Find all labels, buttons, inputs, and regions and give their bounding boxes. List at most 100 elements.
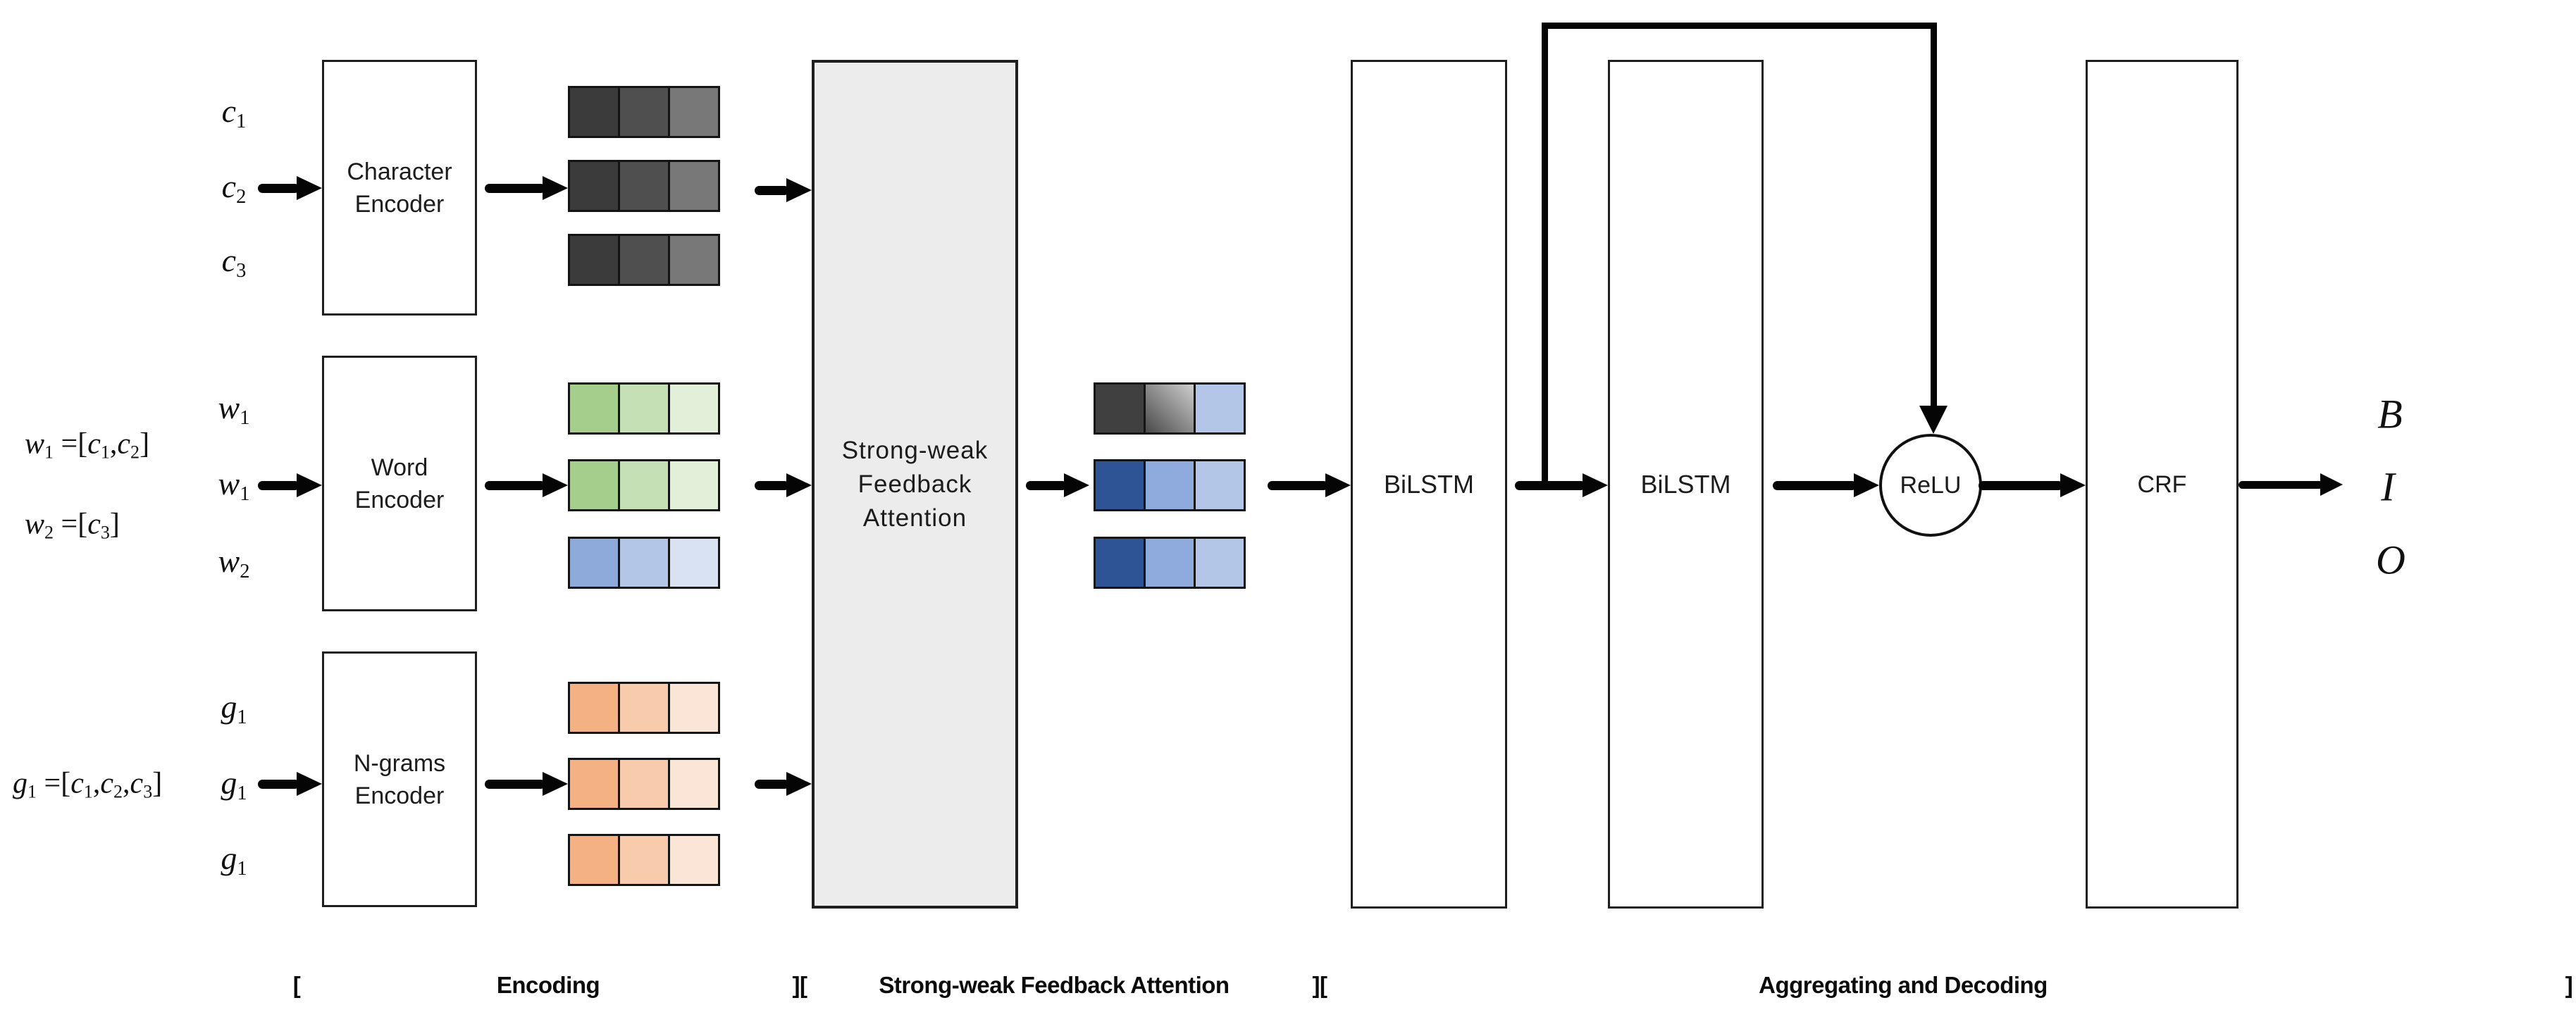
word-embedding-grid-row1-cell1 bbox=[568, 382, 620, 435]
arrow-bilstm-1-to-bilstm-2 bbox=[1515, 480, 1585, 490]
relu-node: ReLU bbox=[1879, 434, 1982, 537]
bilstm-1-box-label: BiLSTM bbox=[1383, 469, 1475, 499]
crf-box: CRF bbox=[2086, 60, 2238, 909]
arrow-bilstm-2-to-relu-head bbox=[1854, 473, 1879, 497]
ngram-embedding-grid-row2-cell1 bbox=[568, 758, 620, 810]
footer-bracket-5: ][ bbox=[1312, 971, 1327, 998]
word-embedding-grid-row3-cell2 bbox=[618, 537, 670, 589]
arrow-character-encoder-to-embeddings-head bbox=[543, 176, 568, 200]
arrow-crf-to-output-tags-head bbox=[2320, 473, 2343, 496]
attention-box-label: Strong-weak Feedback Attention bbox=[841, 436, 989, 532]
attention-output-grid-row3-cell3 bbox=[1194, 537, 1246, 589]
word-label-w1-1: w1 bbox=[218, 389, 250, 429]
attention-output-grid-row2-cell1 bbox=[1094, 459, 1146, 511]
arrow-output-embeddings-to-bilstm-1-head bbox=[1325, 473, 1351, 497]
equation-w1: w1 =[c1,c2] bbox=[25, 428, 150, 463]
word-embedding-grid-row2-cell3 bbox=[668, 459, 720, 511]
arrow-relu-to-crf-head bbox=[2060, 473, 2086, 497]
word-embedding-grid-row2-cell1 bbox=[568, 459, 620, 511]
ngram-embedding-grid-row3-cell2 bbox=[618, 834, 670, 886]
arrow-attention-to-output-embeddings-head bbox=[1064, 473, 1089, 497]
char-embedding-grid-row2-cell3 bbox=[668, 160, 720, 212]
output-tag-b: B bbox=[2377, 391, 2403, 437]
char-label-c1-1: c1 bbox=[221, 93, 247, 132]
attention-output-grid-row1-cell1 bbox=[1094, 382, 1146, 435]
ngram-label-g1-3: g1 bbox=[221, 840, 247, 880]
arrow-g1-to-ngrams-encoder-head bbox=[297, 772, 322, 796]
arrow-c2-to-character-encoder-head bbox=[297, 176, 322, 200]
ngrams-encoder-box: N-grams Encoder bbox=[322, 651, 477, 907]
crf-box-label: CRF bbox=[2137, 470, 2187, 498]
ngram-label-g1-2: g1 bbox=[221, 765, 247, 804]
arrow-ngram-embeddings-to-attention-head bbox=[786, 772, 812, 796]
char-embedding-grid-row3-cell1 bbox=[568, 234, 620, 286]
ngram-embedding-grid-row3-cell3 bbox=[668, 834, 720, 886]
char-embedding-grid-row3-cell2 bbox=[618, 234, 670, 286]
word-embedding-grid-row1-cell2 bbox=[618, 382, 670, 435]
attention-output-grid-row3-cell1 bbox=[1094, 537, 1146, 589]
bilstm-2-box-label: BiLSTM bbox=[1640, 469, 1731, 499]
arrow-ngrams-encoder-to-embeddings bbox=[485, 779, 545, 789]
char-embedding-grid-row1-cell3 bbox=[668, 86, 720, 138]
char-embedding-grid-row2-cell1 bbox=[568, 160, 620, 212]
attention-output-grid-row1-cell2 bbox=[1144, 382, 1196, 435]
char-embedding-grid-row2-cell2 bbox=[618, 160, 670, 212]
arrow-ngram-embeddings-to-attention bbox=[755, 779, 789, 789]
arrow-word-embeddings-to-attention bbox=[755, 480, 789, 490]
ngrams-encoder-box-label: N-grams Encoder bbox=[353, 749, 446, 809]
footer-bracket-7: ] bbox=[2565, 971, 2573, 998]
feedback-connector-down-segment bbox=[1930, 22, 1937, 407]
output-tag-i: I bbox=[2381, 463, 2395, 510]
char-label-c3-3: c3 bbox=[221, 242, 247, 282]
word-embedding-grid-row3-cell1 bbox=[568, 537, 620, 589]
bilstm-2-box: BiLSTM bbox=[1608, 60, 1764, 909]
attention-output-grid-row2-cell3 bbox=[1194, 459, 1246, 511]
attention-output-grid-row3-cell2 bbox=[1144, 537, 1196, 589]
ngram-embedding-grid-row1-cell2 bbox=[618, 682, 670, 734]
char-embedding-grid-row3-cell3 bbox=[668, 234, 720, 286]
bilstm-1-box: BiLSTM bbox=[1351, 60, 1507, 909]
arrow-attention-to-output-embeddings bbox=[1026, 480, 1067, 490]
char-embedding-grid-row1-cell2 bbox=[618, 86, 670, 138]
equation-g1: g1 =[c1,c2,c3] bbox=[13, 767, 163, 802]
attention-box: Strong-weak Feedback Attention bbox=[812, 60, 1018, 909]
attention-output-grid-row1-cell3 bbox=[1194, 382, 1246, 435]
relu-label: ReLU bbox=[1900, 471, 1962, 499]
word-embedding-grid-row3-cell3 bbox=[668, 537, 720, 589]
arrow-w1-to-word-encoder bbox=[258, 480, 299, 490]
arrow-bilstm-1-to-bilstm-2-head bbox=[1583, 473, 1608, 497]
arrow-character-encoder-to-embeddings bbox=[485, 183, 545, 193]
ngram-embedding-grid-row2-cell3 bbox=[668, 758, 720, 810]
arrow-word-encoder-to-embeddings-head bbox=[543, 473, 568, 497]
arrow-char-embeddings-to-attention-head bbox=[786, 178, 812, 202]
attention-output-grid-row2-cell2 bbox=[1144, 459, 1196, 511]
char-embedding-grid-row1-cell1 bbox=[568, 86, 620, 138]
word-encoder-box-label: Word Encoder bbox=[354, 454, 445, 513]
footer-bracket-1: [ bbox=[292, 971, 301, 998]
arrow-word-embeddings-to-attention-head bbox=[786, 473, 812, 497]
arrow-c2-to-character-encoder bbox=[258, 183, 299, 193]
footer-aggregating-and-decoding: Aggregating and Decoding bbox=[1759, 971, 2048, 998]
feedback-connector-top-segment bbox=[1541, 22, 1937, 29]
arrow-crf-to-output-tags bbox=[2238, 480, 2323, 489]
footer-encoding: Encoding bbox=[496, 971, 600, 998]
feedback-connector-arrowhead bbox=[1919, 406, 1948, 434]
ngram-embedding-grid-row2-cell2 bbox=[618, 758, 670, 810]
word-label-w1-2: w1 bbox=[218, 466, 250, 505]
arrow-g1-to-ngrams-encoder bbox=[258, 779, 299, 789]
arrow-output-embeddings-to-bilstm-1 bbox=[1268, 480, 1328, 490]
equation-w2: w2 =[c3] bbox=[25, 508, 120, 543]
word-encoder-box: Word Encoder bbox=[322, 356, 477, 611]
arrow-relu-to-crf bbox=[1979, 480, 2063, 490]
arrow-w1-to-word-encoder-head bbox=[297, 473, 322, 497]
word-embedding-grid-row2-cell2 bbox=[618, 459, 670, 511]
ngram-embedding-grid-row1-cell1 bbox=[568, 682, 620, 734]
char-label-c2-2: c2 bbox=[221, 168, 247, 208]
output-tag-o: O bbox=[2376, 537, 2405, 583]
word-label-w2-3: w2 bbox=[218, 543, 250, 582]
character-encoder-box: Character Encoder bbox=[322, 60, 477, 316]
arrow-bilstm-2-to-relu bbox=[1773, 480, 1857, 490]
arrow-char-embeddings-to-attention bbox=[755, 185, 789, 195]
footer-bracket-3: ][ bbox=[792, 971, 807, 998]
